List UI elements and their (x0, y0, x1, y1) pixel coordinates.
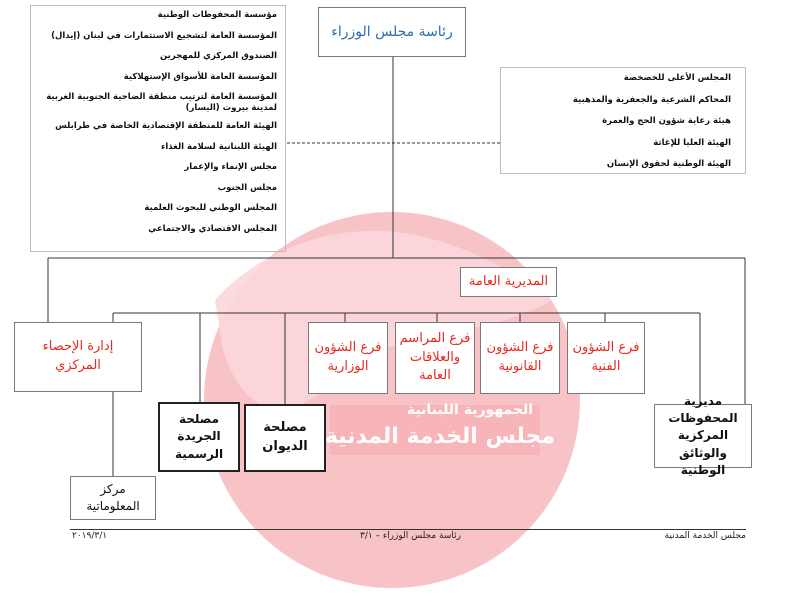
list-item: الهيئة الوطنية لحقوق الإنسان (606, 159, 731, 169)
list-item: المجلس الوطني للبحوث العلمية (144, 203, 277, 213)
branch-technical-label: فرع الشؤون الفنية (572, 340, 640, 374)
diwan-service-label: مصلحة الديوان (262, 420, 308, 454)
footer-rule (70, 529, 746, 530)
list-item: المؤسسة العامة للأسواق الإستهلاكية (123, 71, 277, 82)
branch-protocol-box: فرع المراسم والعلاقات العامة (395, 322, 475, 394)
official-gazette-label: مصلحة الجريدة الرسمية (174, 411, 224, 461)
branch-protocol-label: فرع المراسم والعلاقات العامة (399, 330, 471, 384)
watermark-text-1: الجمهورية اللبنانية (407, 402, 533, 418)
info-center-box: مركز المعلوماتية (70, 476, 156, 520)
list-item: الصندوق المركزي للمهجرين (160, 51, 277, 61)
list-item: هيئة رعاية شؤون الحج والعمرة (602, 116, 731, 126)
list-item: مجلس الإنماء والإعمار (184, 162, 277, 172)
footer-center: رئاسة مجلس الوزراء – ٣/١ (360, 531, 462, 541)
footer-left: ٢٠١٩/٣/١ (72, 531, 108, 541)
list-item: المجلس الأعلى للخصخصة (623, 73, 731, 83)
cabinet-presidency-box: رئاسة مجلس الوزراء (318, 7, 466, 57)
general-directorate-box: المديرية العامة (460, 267, 557, 297)
list-item: الهيئة اللبنانية لسلامة الغذاء (161, 141, 277, 152)
list-item: مجلس الجنوب (217, 182, 277, 193)
diwan-service-box: مصلحة الديوان (244, 404, 326, 472)
central-statistics-box: إدارة الإحصاء المركزي (14, 322, 142, 392)
list-item: المحاكم الشرعية والجعفرية والمذهبية (572, 94, 731, 105)
list-item: المؤسسة العامة لتشجيع الاستثمارات في لبن… (51, 30, 277, 41)
list-item: المجلس الاقتصادي والاجتماعي (148, 223, 277, 234)
cabinet-presidency-title: رئاسة مجلس الوزراء (331, 23, 453, 40)
watermark-band (330, 405, 540, 455)
related-councils-list: المجلس الأعلى للخصخصة المحاكم الشرعية وا… (500, 67, 746, 174)
official-gazette-box: مصلحة الجريدة الرسمية (158, 402, 240, 472)
list-item: مؤسسة المحفوظات الوطنية (157, 10, 277, 20)
branch-ministerial-box: فرع الشؤون الوزارية (308, 322, 388, 394)
branch-legal-label: فرع الشؤون القانونية (486, 340, 554, 374)
archives-directorate-box: مديرية المحفوظات المركزية والوثائق الوطن… (654, 394, 752, 477)
list-item: الهيئة العامة للمنطقة الإقتصادية الخاصة … (55, 121, 277, 131)
general-directorate-label: المديرية العامة (468, 273, 549, 289)
branch-legal-box: فرع الشؤون القانونية (480, 322, 560, 394)
archives-directorate-label: مديرية المحفوظات المركزية والوثائق الوطن… (668, 393, 738, 478)
branch-technical-box: فرع الشؤون الفنية (567, 322, 645, 394)
list-item: المؤسسة العامة لترتيب منطقة الضاحية الجن… (46, 92, 277, 113)
watermark-text-2: مجلس الخدمة المدنية (325, 424, 555, 449)
affiliated-institutions-list: مؤسسة المحفوظات الوطنية المؤسسة العامة ل… (30, 5, 286, 252)
footer-right: مجلس الخدمة المدنية (664, 531, 746, 541)
central-statistics-label: إدارة الإحصاء المركزي (42, 339, 114, 373)
info-center-label: مركز المعلوماتية (86, 482, 140, 513)
branch-ministerial-label: فرع الشؤون الوزارية (314, 340, 382, 374)
list-item: الهيئة العليا للإغاثة (653, 137, 731, 148)
